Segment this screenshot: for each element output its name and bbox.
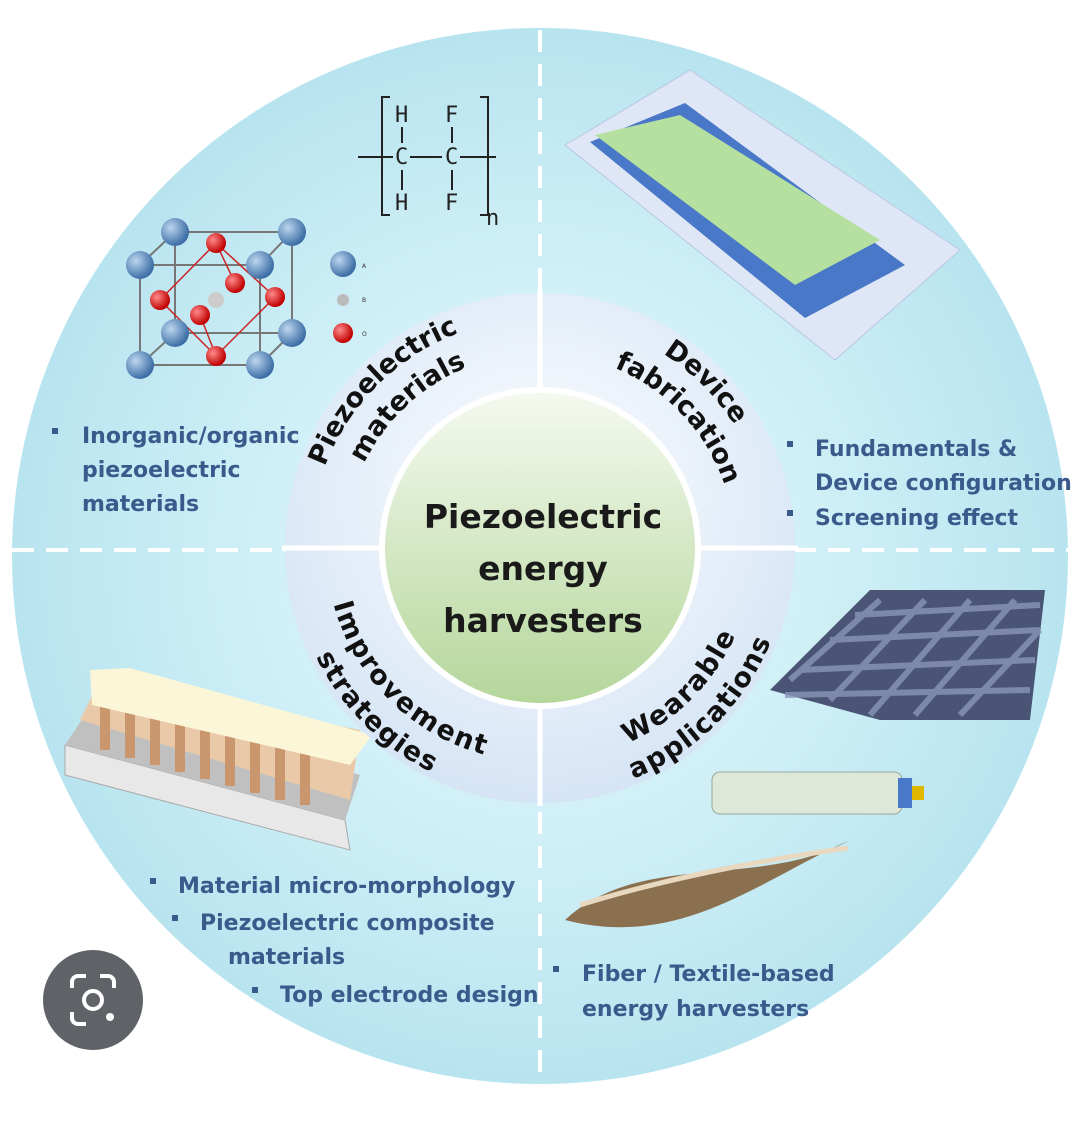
svg-text:Fiber / Textile-based: Fiber / Textile-based [582,962,835,987]
svg-text:C: C [395,145,408,170]
svg-text:Device configuration: Device configuration [815,471,1072,496]
svg-text:H: H [395,191,408,216]
perovskite-lattice-image: A B O [126,218,367,379]
svg-text:Material micro-morphology: Material micro-morphology [178,874,515,899]
svg-text:energy harvesters: energy harvesters [582,997,809,1022]
lens-search-button[interactable] [43,950,143,1050]
twisted-yarn-image [565,840,850,928]
legend-b: B [362,297,366,304]
svg-text:harvesters: harvesters [443,601,643,640]
svg-text:Screening effect: Screening effect [815,506,1019,531]
bullets-bottom-right: Fiber / Textile-based energy harvesters [553,962,835,1022]
svg-text:Top electrode design: Top electrode design [280,983,539,1008]
woven-textile-image [770,590,1045,720]
svg-text:Fundamentals &: Fundamentals & [815,437,1017,462]
svg-text:F: F [445,103,458,128]
pillar-array-image [64,668,372,851]
svg-text:n: n [486,206,499,231]
svg-text:Piezoelectric: Piezoelectric [424,497,662,536]
center-circle [379,387,701,709]
thin-film-device-image [564,69,961,361]
svg-text:materials: materials [228,945,345,970]
bullets-bottom-left: Material micro-morphology Piezoelectric … [150,874,539,1008]
svg-text:Inorganic/organic: Inorganic/organic [82,424,300,449]
center-title: Piezoelectric energy harvesters [424,497,662,640]
legend-o: O [362,331,367,338]
bullets-top-right: Fundamentals & Device configuration Scre… [787,437,1072,531]
svg-text:C: C [445,145,458,170]
svg-text:F: F [445,191,458,216]
svg-text:H: H [395,103,408,128]
svg-text:materials: materials [82,492,199,517]
svg-text:Piezoelectric composite: Piezoelectric composite [200,911,495,936]
svg-text:energy: energy [478,549,608,588]
camera-search-icon [70,974,116,1026]
coaxial-fiber-image [711,771,924,815]
pvdf-formula: H F C C H F n [358,96,499,231]
svg-text:piezoelectric: piezoelectric [82,458,241,483]
legend-a: A [362,263,367,270]
bullets-top-left: Inorganic/organic piezoelectric material… [52,424,300,517]
